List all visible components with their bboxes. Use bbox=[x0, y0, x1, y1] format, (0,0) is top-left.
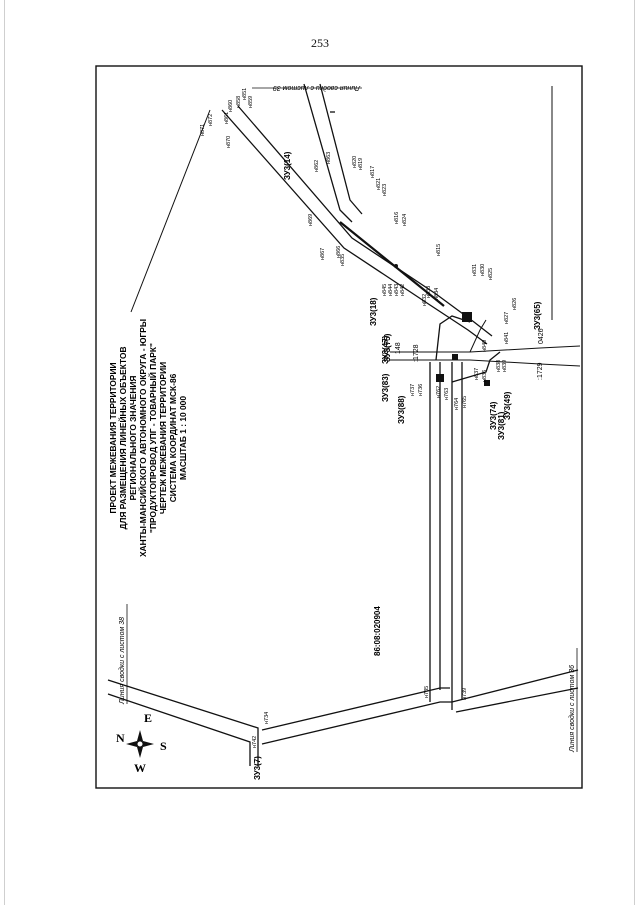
point-h833: н833 bbox=[426, 286, 432, 298]
point-h827: н827 bbox=[504, 312, 510, 324]
title-line-1: ПРОЕКТ МЕЖЕВАНИЯ ТЕРРИТОРИИ bbox=[108, 362, 118, 513]
point-h834: н834 bbox=[434, 288, 440, 300]
scan-left-edge bbox=[4, 0, 5, 905]
point-h762: н762 bbox=[436, 386, 442, 398]
point-h735: н735 bbox=[424, 686, 430, 698]
junction-nodes bbox=[394, 264, 490, 386]
point-h830: н830 bbox=[480, 264, 486, 276]
parcel-0426: 0426 bbox=[538, 328, 545, 344]
page-number: 253 bbox=[311, 36, 329, 50]
parcel-zu47: ЗУ3(47) bbox=[381, 335, 390, 364]
point-h838: н838 bbox=[496, 360, 502, 372]
point-h736: н736 bbox=[418, 384, 424, 396]
point-h843: н843 bbox=[394, 284, 400, 296]
road-crossing bbox=[390, 319, 581, 367]
parcel-zu88: ЗУ3(88) bbox=[397, 395, 406, 424]
point-h872: н872 bbox=[208, 114, 214, 126]
point-h858: н858 bbox=[236, 96, 242, 108]
title-line-2: ДЛЯ РАЗМЕЩЕНИЯ ЛИНЕЙНЫХ ОБЪЕКТОВ bbox=[117, 346, 128, 529]
corridor-vertical bbox=[429, 315, 501, 710]
title-block: ПРОЕКТ МЕЖЕВАНИЯ ТЕРРИТОРИИ ДЛЯ РАЗМЕЩЕН… bbox=[108, 319, 188, 557]
parcel-zu83: ЗУ3(83) bbox=[381, 373, 390, 402]
parcel-zu49: ЗУ3(49) bbox=[503, 391, 512, 420]
point-h840: н840 bbox=[482, 340, 488, 352]
title-line-5: "ПРОДУКТОПРОВОД УПГ - ТОВАРНЫЙ ПАРК" bbox=[147, 343, 158, 533]
point-h819: н819 bbox=[358, 158, 364, 170]
title-line-7: СИСТЕМА КООРДИНАТ МСК-86 bbox=[168, 373, 178, 502]
point-h765: н765 bbox=[462, 396, 468, 408]
point-h816: н816 bbox=[394, 212, 400, 224]
parcel-zu81: ЗУ3(81) bbox=[497, 411, 506, 440]
corridor-upper bbox=[221, 83, 493, 345]
point-h823: н823 bbox=[382, 184, 388, 196]
cadastral-block-label: 86:08:020904 bbox=[373, 606, 382, 656]
point-h764: н764 bbox=[454, 398, 460, 410]
point-h863: н863 bbox=[326, 152, 332, 164]
point-h866: н866 bbox=[336, 246, 342, 258]
point-h841: н841 bbox=[504, 332, 510, 344]
point-h869: н869 bbox=[308, 214, 314, 226]
compass-rose bbox=[126, 730, 154, 758]
junction-line-bottom: Линия сводки с листом 36 bbox=[568, 665, 576, 753]
point-h859: н859 bbox=[248, 96, 254, 108]
point-h832: н832 bbox=[422, 294, 428, 306]
point-h831: н831 bbox=[472, 264, 478, 276]
point-h737: н737 bbox=[410, 384, 416, 396]
point-h844: н844 bbox=[388, 284, 394, 296]
compass-east-label: E bbox=[144, 711, 152, 725]
point-h845: н845 bbox=[382, 284, 388, 296]
point-h817: н817 bbox=[370, 166, 376, 178]
point-h734: н734 bbox=[264, 712, 270, 724]
title-line-6: ЧЕРТЕЖ МЕЖЕВАНИЯ ТЕРРИТОРИИ bbox=[158, 362, 168, 514]
point-h835: н835 bbox=[340, 254, 346, 266]
point-h763: н763 bbox=[444, 388, 450, 400]
point-h862: н862 bbox=[314, 160, 320, 172]
point-h861: н861 bbox=[224, 112, 230, 124]
point-h842: н842 bbox=[400, 284, 406, 296]
point-h867: н867 bbox=[320, 248, 326, 260]
title-line-4: ХАНТЫ-МАНСИЙСКОГО АВТОНОМНОГО ОКРУГА - Ю… bbox=[137, 319, 148, 557]
point-h742: н742 bbox=[252, 736, 258, 748]
title-line-8: МАСШТАБ 1 : 10 000 bbox=[178, 396, 188, 480]
parcel-zu75: ЗУ3(75) bbox=[383, 333, 392, 362]
point-h815: н815 bbox=[436, 244, 442, 256]
point-h839: н839 bbox=[502, 360, 508, 372]
parcel-148: 148 bbox=[395, 342, 402, 354]
junction-line-left: Линия сводки с листом 38 bbox=[118, 617, 126, 705]
point-h825: н825 bbox=[488, 268, 494, 280]
compass-north-label: N bbox=[116, 731, 125, 745]
point-h820: н820 bbox=[352, 156, 358, 168]
scan-right-edge bbox=[634, 0, 635, 905]
point-h871: н871 bbox=[200, 124, 206, 136]
compass-south-label: S bbox=[160, 739, 167, 753]
parcel-1728: :1728 bbox=[413, 344, 420, 362]
point-h851: н851 bbox=[242, 88, 248, 100]
parcel-1729: :1729 bbox=[537, 362, 544, 380]
parcel-zu18: ЗУ3(18) bbox=[369, 297, 378, 326]
parcel-zu74: ЗУ3(74) bbox=[489, 401, 498, 430]
map-frame bbox=[95, 65, 583, 789]
point-h860: н860 bbox=[228, 100, 234, 112]
corridor-lower bbox=[107, 669, 579, 766]
point-h821: н821 bbox=[376, 178, 382, 190]
title-line-3: РЕГИОНАЛЬНОГО ЗНАЧЕНИЯ bbox=[128, 376, 138, 501]
parcel-zu14: ЗУ3(14) bbox=[283, 151, 292, 180]
point-h836: н836 bbox=[482, 370, 488, 382]
point-h826: н826 bbox=[512, 298, 518, 310]
parcel-zu65: ЗУ3(65) bbox=[533, 301, 542, 330]
leader-line bbox=[130, 109, 211, 313]
point-h870: н870 bbox=[226, 136, 232, 148]
point-h739: н739 bbox=[462, 688, 468, 700]
point-h837: н837 bbox=[474, 368, 480, 380]
compass-west-label: W bbox=[134, 761, 146, 775]
point-h824: н824 bbox=[402, 214, 408, 226]
parcel-zu7: ЗУ3(7) bbox=[253, 756, 262, 780]
